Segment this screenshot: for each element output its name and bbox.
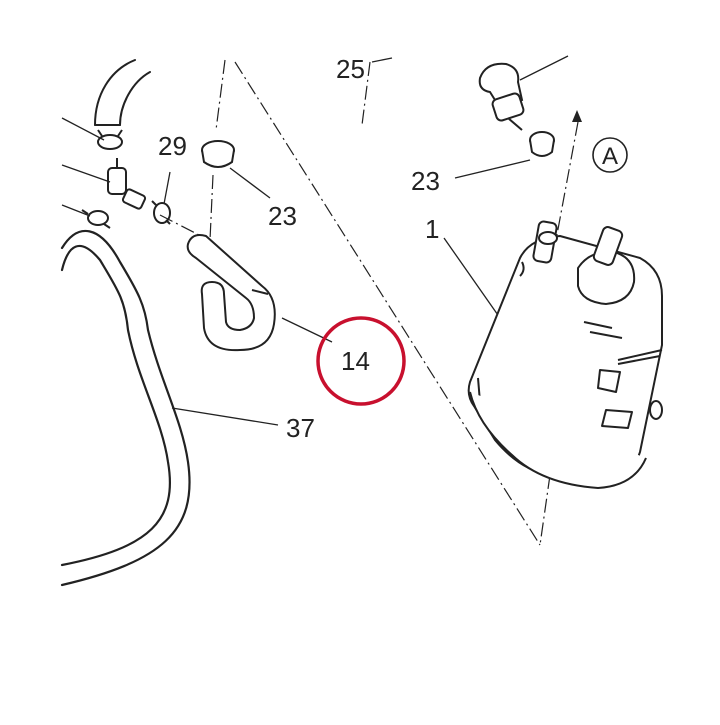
- canister-ribs: [583, 321, 623, 339]
- clip-lower: [87, 210, 109, 226]
- connector-25-collar: [491, 92, 525, 122]
- clip-23-left-body: [201, 149, 235, 168]
- callout-37: 37: [286, 413, 315, 443]
- guide-line-25: [361, 61, 371, 126]
- leader-25: [371, 57, 393, 63]
- reference-marker-circle: [592, 137, 628, 173]
- hose-37-outer-edge: [60, 244, 171, 567]
- callout-25: 25: [336, 54, 365, 84]
- canister-port-left-cap: [538, 231, 558, 245]
- canister-base-rim-2: [469, 391, 647, 489]
- guide-line-clip-23: [215, 59, 226, 131]
- reference-marker-a: A: [592, 137, 628, 173]
- leader-37: [171, 407, 279, 426]
- hose-37: [60, 229, 191, 587]
- highlight-circle-14: [316, 316, 406, 406]
- leader-t-fitting: [61, 164, 111, 183]
- clip-29: [153, 202, 171, 224]
- ref-arrow-head: [572, 110, 582, 122]
- canister-bracket-1: [597, 369, 621, 393]
- left-clips: [81, 129, 171, 229]
- canister-bracket-2: [601, 409, 633, 429]
- guide-line-hose-14: [209, 174, 214, 241]
- guide-line-ref-a: [555, 121, 579, 241]
- callout-29: 29: [158, 131, 187, 161]
- callout-23-right: 23: [411, 166, 440, 196]
- connector-25: [478, 62, 555, 157]
- canister-1: [467, 220, 663, 489]
- canister-mount-hole: [649, 400, 663, 420]
- canister-rib-1: [519, 261, 525, 277]
- t-fitting-body: [107, 167, 127, 195]
- leader-clip-upper: [61, 117, 105, 141]
- canister-seam: [617, 349, 663, 365]
- leader-1: [443, 237, 501, 319]
- callout-14: 14: [341, 346, 370, 376]
- guide-line-diagonal: [234, 61, 541, 546]
- hose-14-band: [251, 289, 269, 295]
- callout-1: 1: [425, 214, 439, 244]
- clip-29-tabs: [151, 200, 171, 225]
- hose-14: [186, 234, 276, 352]
- leader-29: [163, 171, 171, 205]
- connector-25-stem: [507, 117, 523, 131]
- clip-lower-tabs: [81, 209, 111, 229]
- callout-labels: 25 29 23 23 1 14 37: [158, 54, 440, 443]
- t-fitting-branch: [121, 188, 147, 210]
- t-fitting: [107, 158, 147, 210]
- clip-upper-tabs: [97, 129, 123, 137]
- clip-23-left: [201, 140, 235, 168]
- guide-line-canister: [539, 474, 551, 546]
- callout-23-left: 23: [268, 201, 297, 231]
- clip-23-right-body: [529, 139, 555, 157]
- upper-left-hose: [94, 59, 151, 126]
- leader-top-part: [519, 55, 569, 81]
- reference-marker-letter: A: [602, 143, 618, 170]
- upper-hose-edge-left: [94, 59, 136, 126]
- leader-23-right: [454, 159, 531, 179]
- leader-clip-lower: [61, 204, 91, 217]
- canister-port-right: [592, 226, 624, 266]
- hose-14-body: [186, 234, 276, 352]
- leader-23-left: [229, 167, 271, 199]
- hose-37-inner-edge: [60, 229, 191, 587]
- clip-upper: [97, 134, 123, 150]
- upper-hose-edge-right: [119, 71, 151, 126]
